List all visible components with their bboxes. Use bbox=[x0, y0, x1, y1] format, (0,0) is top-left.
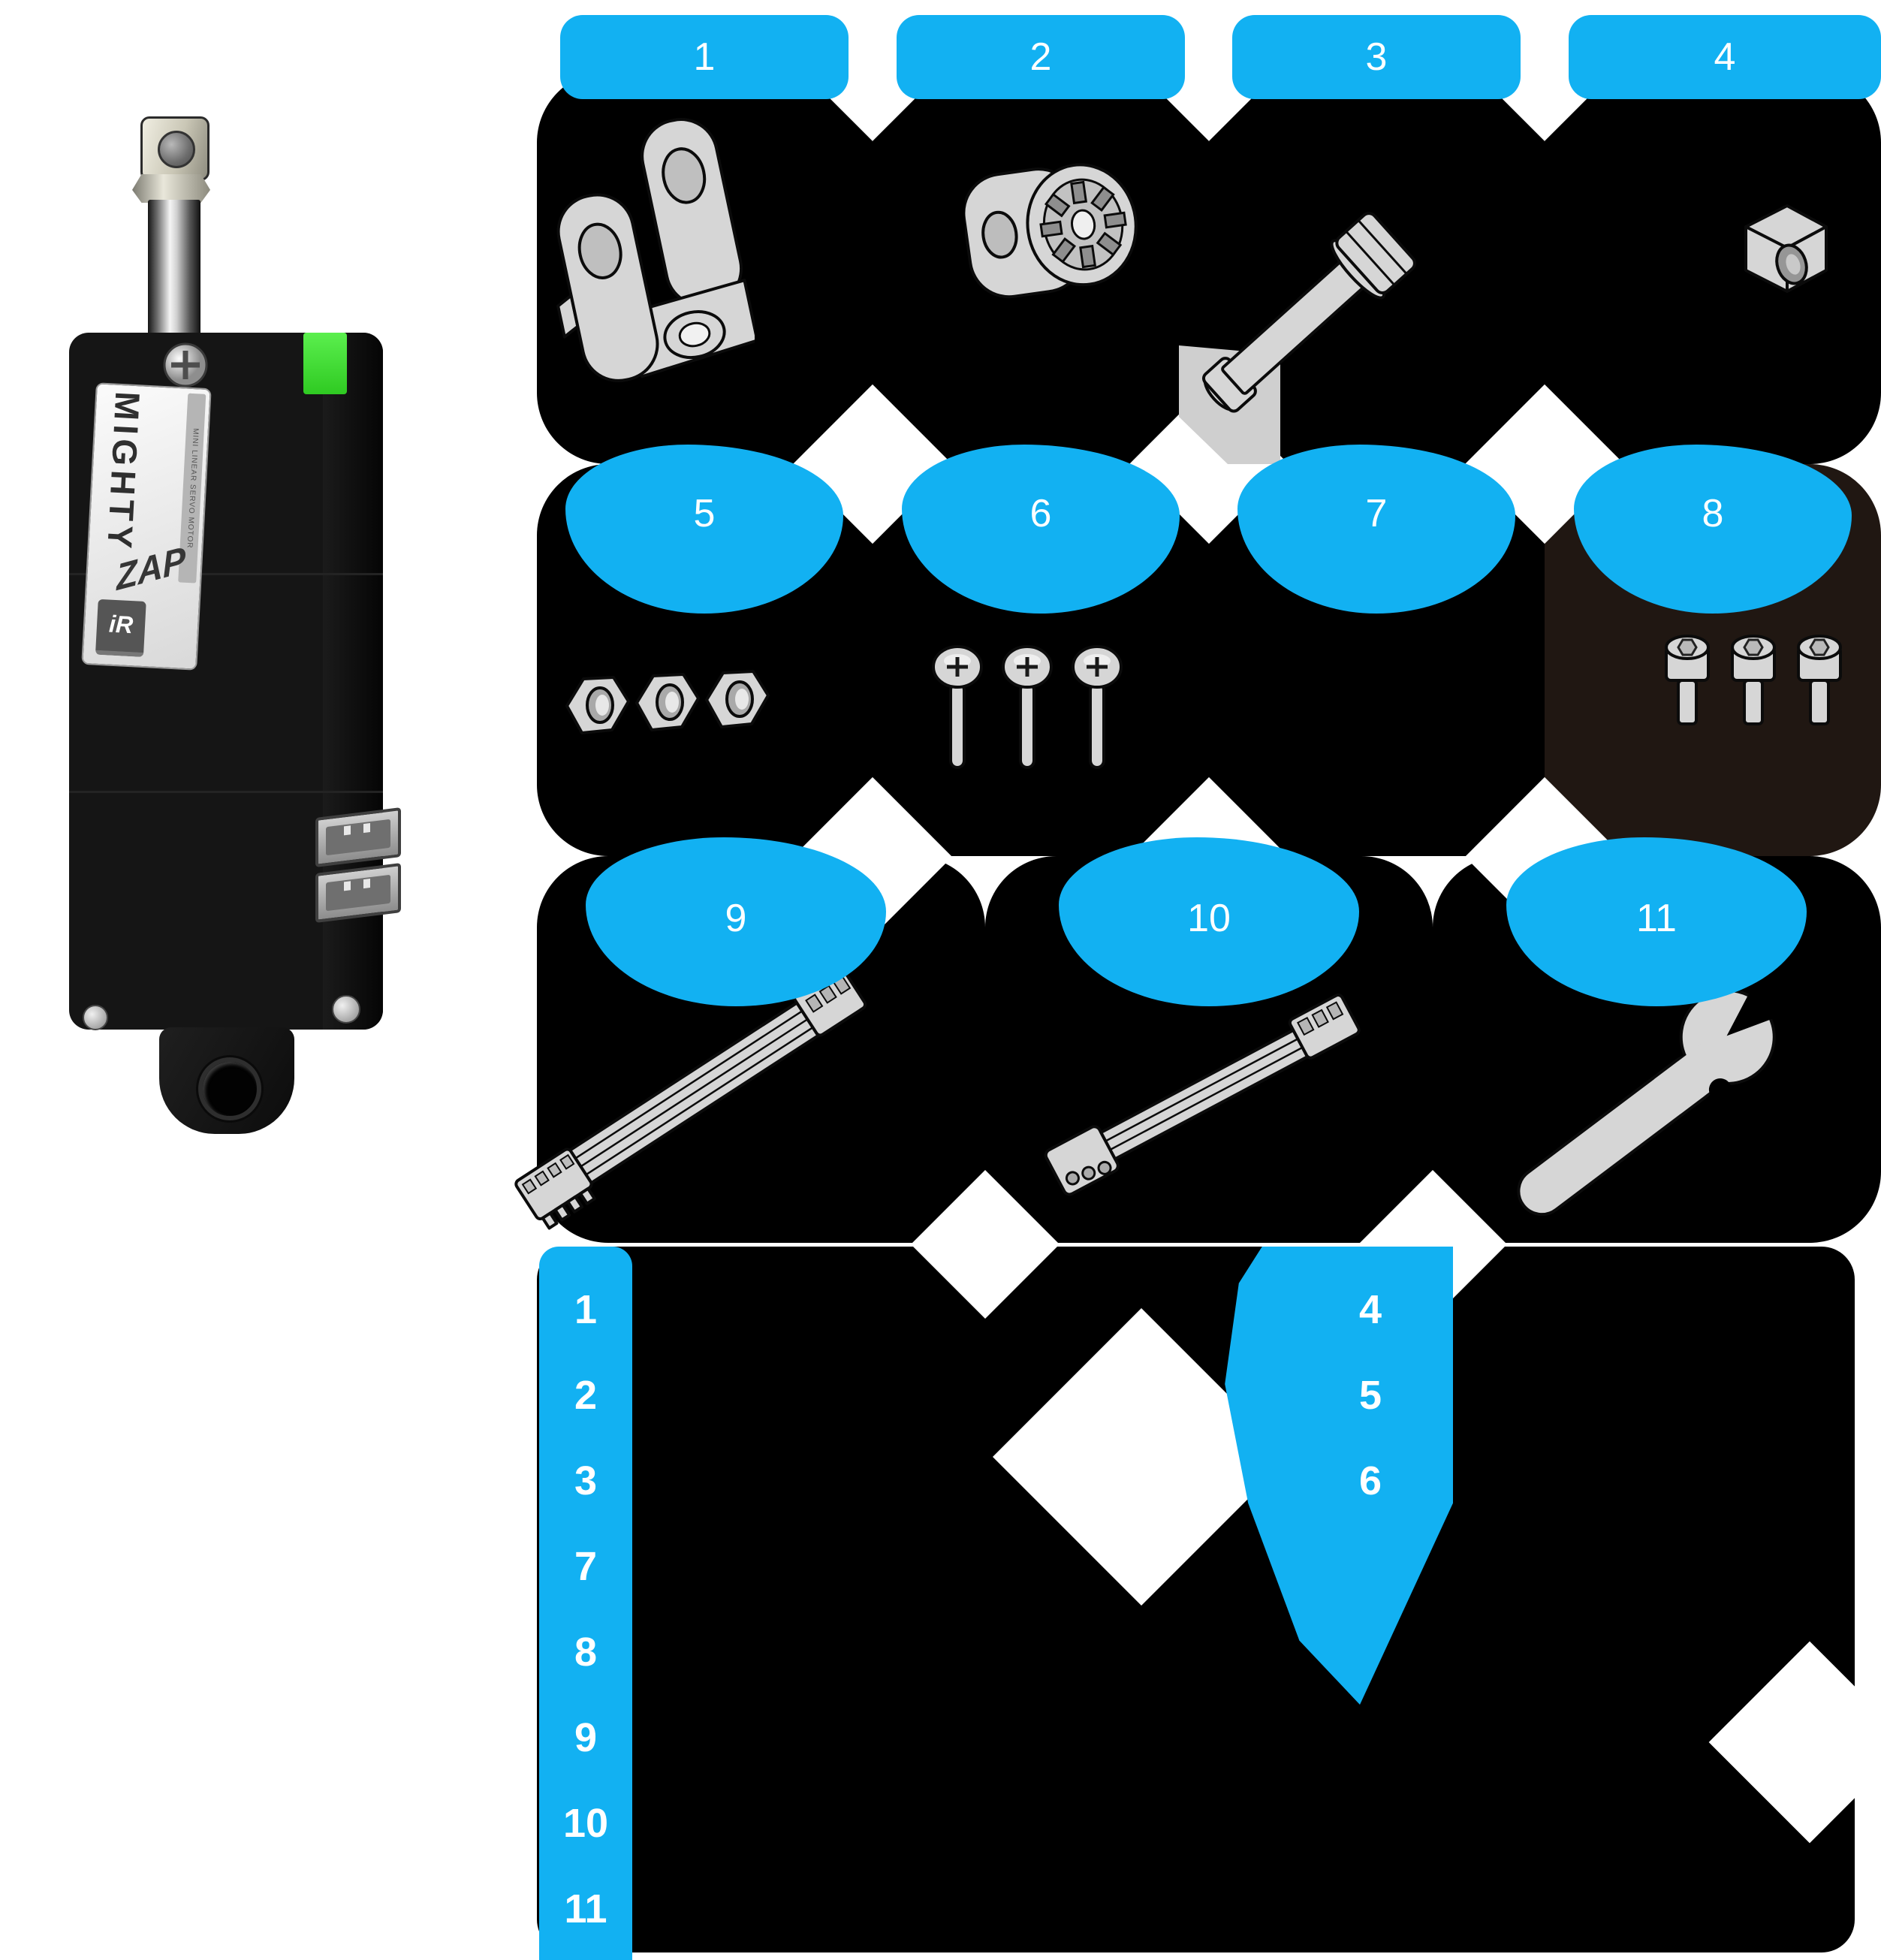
hex-bolt-icon bbox=[1179, 212, 1416, 464]
mount-bracket-pair-icon bbox=[556, 118, 755, 382]
product-label: MINI LINEAR SERVO MOTOR MIGHTY ZAP iR bbox=[81, 382, 212, 671]
socket-cap-screws-icon bbox=[1665, 635, 1842, 725]
item-3-number: 3 bbox=[1365, 35, 1388, 79]
eyelet-hole bbox=[158, 131, 195, 168]
item-1-tab: 1 bbox=[560, 15, 849, 99]
body-seam bbox=[69, 791, 383, 793]
item-10-tab: 10 bbox=[1059, 837, 1359, 1006]
item-5-number: 5 bbox=[693, 492, 716, 535]
item-7-number: 7 bbox=[1365, 492, 1388, 535]
item-8-tab: 8 bbox=[1574, 445, 1852, 614]
actuator-body: MINI LINEAR SERVO MOTOR MIGHTY ZAP iR bbox=[69, 333, 383, 1030]
green-indicator bbox=[303, 333, 347, 394]
item-4-number: 4 bbox=[1714, 35, 1736, 79]
wrench-icon bbox=[1517, 939, 1836, 1217]
port-pin bbox=[344, 881, 351, 891]
item-7-tab: 7 bbox=[1237, 445, 1515, 614]
item-6-tab: 6 bbox=[902, 445, 1180, 614]
legend-number: 5 bbox=[1358, 1373, 1382, 1418]
port-pin bbox=[363, 823, 370, 834]
body-side-face bbox=[323, 333, 383, 1030]
body-seam bbox=[69, 573, 383, 575]
port-slot bbox=[326, 819, 390, 856]
port-pin bbox=[363, 879, 370, 889]
legend-number: 3 bbox=[574, 1458, 598, 1503]
item-9-tab: 9 bbox=[586, 837, 886, 1006]
legend-number: 10 bbox=[562, 1801, 609, 1846]
rod-hex-nut bbox=[132, 174, 210, 203]
label-ir-badge: iR bbox=[95, 599, 146, 658]
legend-column-1: 1 2 3 7 8 9 10 11 bbox=[539, 1247, 632, 1960]
legend-number: 1 bbox=[574, 1287, 598, 1332]
bottom-clevis-tab bbox=[159, 1027, 294, 1134]
item-1-number: 1 bbox=[693, 35, 716, 79]
legend-number: 11 bbox=[564, 1886, 607, 1931]
item-5-tab: 5 bbox=[565, 445, 843, 614]
case-screw bbox=[332, 995, 360, 1024]
label-brand: MIGHTY bbox=[100, 390, 148, 554]
legend-number: 2 bbox=[574, 1373, 598, 1418]
item-11-tab: 11 bbox=[1506, 837, 1807, 1006]
clevis-hole bbox=[198, 1057, 261, 1120]
hex-nuts-three-icon bbox=[565, 670, 770, 734]
item-8-number: 8 bbox=[1702, 492, 1724, 535]
item-9-number: 9 bbox=[725, 897, 747, 940]
item-2-number: 2 bbox=[1029, 35, 1052, 79]
connector-port-2 bbox=[315, 863, 401, 923]
wire-harness-cable-icon bbox=[1044, 994, 1361, 1196]
legend-number: 9 bbox=[574, 1715, 598, 1760]
product-photo: MINI LINEAR SERVO MOTOR MIGHTY ZAP iR bbox=[0, 0, 421, 1171]
hex-nut-icon bbox=[1744, 204, 1828, 293]
item-11-number: 11 bbox=[1636, 897, 1677, 940]
legend-number: 7 bbox=[574, 1544, 598, 1589]
round-servo-mount-icon bbox=[965, 163, 1138, 299]
case-screw bbox=[83, 1005, 108, 1030]
pan-head-screws-icon bbox=[932, 645, 1123, 769]
item-4-tab: 4 bbox=[1569, 15, 1881, 99]
item-2-tab: 2 bbox=[897, 15, 1185, 99]
port-pin bbox=[344, 825, 351, 836]
legend-number: 8 bbox=[574, 1630, 598, 1675]
connector-port-1 bbox=[315, 807, 401, 867]
rod-end-eyelet bbox=[140, 116, 210, 181]
item-3-tab: 3 bbox=[1232, 15, 1521, 99]
port-slot bbox=[326, 874, 390, 912]
actuator-shaft bbox=[148, 200, 200, 336]
item-10-number: 10 bbox=[1187, 897, 1231, 940]
legend-number: 6 bbox=[1358, 1458, 1382, 1503]
item-6-number: 6 bbox=[1029, 492, 1052, 535]
legend-panel bbox=[537, 1247, 1855, 1952]
phillips-screw-icon bbox=[163, 342, 208, 387]
legend-number: 4 bbox=[1358, 1287, 1382, 1332]
